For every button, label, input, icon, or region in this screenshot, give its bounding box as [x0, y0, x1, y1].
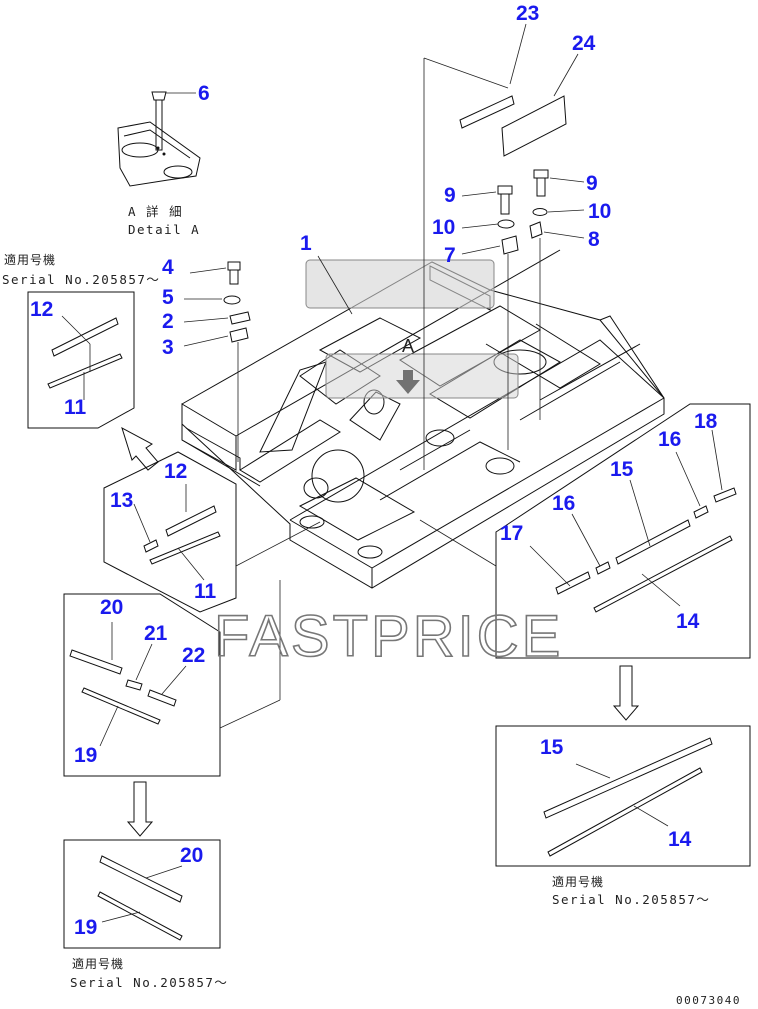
callout-14-a: 14 — [676, 610, 700, 633]
detail-box-13-12-11 — [103, 451, 237, 613]
serial-text-1: Serial No.205857〜 — [2, 272, 160, 287]
callout-7: 7 — [444, 244, 456, 267]
callout-1: 1 — [300, 232, 312, 255]
callout-15-a: 15 — [610, 458, 634, 481]
callout-20-b: 20 — [180, 844, 203, 867]
spacer-7 — [501, 235, 519, 255]
down-arrow-left — [126, 781, 154, 837]
detail-box-20-19-new — [63, 839, 221, 949]
serial-label-jp-3: 適用号機 — [552, 874, 604, 889]
watermark-text: FASTPRICE — [214, 604, 563, 669]
direction-arrow — [121, 426, 159, 471]
callout-4: 4 — [162, 256, 174, 279]
callout-20-a: 20 — [100, 596, 123, 619]
washer-5 — [223, 295, 241, 305]
callout-5: 5 — [162, 286, 174, 309]
ghost-box-1 — [305, 259, 495, 309]
callout-19-a: 19 — [74, 744, 97, 767]
callout-13: 13 — [110, 489, 133, 512]
serial-label-jp-2: 適用号機 — [72, 956, 124, 971]
detail-box-20-21-22-19 — [63, 593, 221, 777]
detail-a-title-jp: A 詳 細 — [128, 204, 183, 219]
plate-2 — [229, 311, 251, 325]
callout-6: 6 — [198, 82, 210, 105]
callout-18: 18 — [694, 410, 718, 433]
callout-10-left: 10 — [432, 216, 455, 239]
serial-text-2: Serial No.205857〜 — [70, 975, 228, 990]
ghost-box-2 — [325, 353, 519, 399]
callout-8: 8 — [588, 228, 600, 251]
callout-3: 3 — [162, 336, 174, 359]
view-marker-a: A — [402, 336, 414, 356]
callout-16-a: 16 — [552, 492, 575, 515]
callout-24: 24 — [572, 32, 596, 55]
detail-a-drawing — [117, 91, 201, 187]
down-arrow-right — [612, 665, 640, 721]
detail-box-15-14-new — [495, 725, 751, 867]
callout-22: 22 — [182, 644, 205, 667]
spacer-8 — [529, 221, 543, 239]
callout-16-b: 16 — [658, 428, 681, 451]
callout-23: 23 — [516, 2, 539, 25]
callout-9-left: 9 — [444, 184, 456, 207]
callout-11-b: 11 — [194, 580, 217, 603]
callout-11-a: 11 — [64, 396, 87, 419]
callout-15-b: 15 — [540, 736, 564, 759]
plate-23 — [459, 95, 515, 129]
callout-12-b: 12 — [164, 460, 187, 483]
detail-a-title-en: Detail A — [128, 222, 200, 237]
serial-text-3: Serial No.205857〜 — [552, 892, 710, 907]
washer-10-left — [497, 219, 515, 229]
detail-box-12-11 — [27, 291, 135, 429]
detail-box-14-18 — [495, 403, 751, 659]
washer-10-right — [532, 208, 548, 216]
drawing-code: 00073040 — [676, 994, 741, 1007]
callout-9-right: 9 — [586, 172, 598, 195]
bolt-9-right — [533, 169, 549, 179]
plate-24 — [501, 95, 567, 157]
callout-2: 2 — [162, 310, 174, 333]
shim-3 — [229, 327, 249, 343]
callout-17: 17 — [500, 522, 523, 545]
callout-10-right: 10 — [588, 200, 611, 223]
bolt-4 — [227, 261, 241, 285]
callout-19-b: 19 — [74, 916, 97, 939]
serial-label-jp-1: 適用号機 — [4, 252, 56, 267]
bolt-9-left — [497, 185, 513, 195]
callout-21: 21 — [144, 622, 168, 645]
callout-12-a: 12 — [30, 298, 53, 321]
callout-14-b: 14 — [668, 828, 692, 851]
